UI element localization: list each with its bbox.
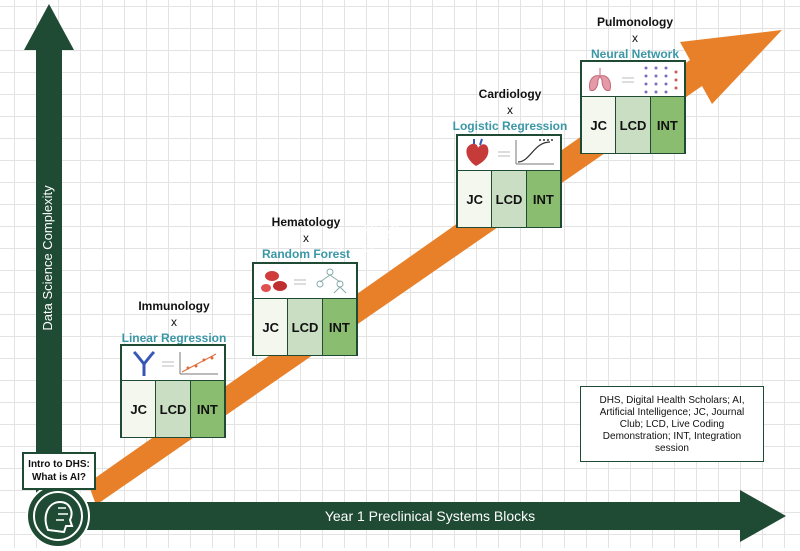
- cell-jc: JC: [582, 97, 617, 153]
- cell-jc: JC: [122, 381, 157, 437]
- blood-cells-tree-icon: [261, 268, 347, 294]
- intro-line-2: What is AI?: [31, 472, 87, 483]
- block-cells: JC LCD INT: [122, 381, 224, 437]
- block-image-row: [458, 136, 560, 171]
- block-cells: JC LCD INT: [254, 299, 356, 355]
- antibody-regression-icon: [132, 350, 218, 376]
- block-image-row: [582, 62, 684, 97]
- block-card-hematology: JC LCD INT: [252, 262, 358, 356]
- block-method: Logistic Regression: [452, 119, 568, 133]
- block-topic: Hematology: [271, 215, 341, 229]
- cell-int: INT: [322, 299, 356, 355]
- block-image-row: [122, 346, 224, 381]
- x-axis-label: Year 1 Preclinical Systems Blocks: [324, 508, 536, 524]
- y-axis-bar: [36, 48, 62, 508]
- y-axis-label: Data Science Complexity: [40, 185, 55, 331]
- block-title-immunology: Immunology x Linear Regression: [104, 298, 244, 346]
- abbreviation-legend: DHS, Digital Health Scholars; AI, Artifi…: [580, 386, 764, 462]
- cell-lcd: LCD: [492, 171, 527, 227]
- block-title-hematology: Hematology x Random Forest: [236, 214, 376, 262]
- cell-int: INT: [526, 171, 560, 227]
- heart-logistic-icon: [466, 138, 554, 166]
- cell-int: INT: [650, 97, 684, 153]
- block-topic: Immunology: [138, 299, 210, 313]
- block-method: Random Forest: [261, 247, 350, 261]
- block-cells: JC LCD INT: [458, 171, 560, 227]
- cell-lcd: LCD: [156, 381, 191, 437]
- block-x: x: [303, 231, 309, 245]
- cell-lcd: LCD: [288, 299, 323, 355]
- cell-int: INT: [190, 381, 224, 437]
- x-axis-bar: [36, 502, 746, 530]
- intro-line-1: Intro to DHS:: [28, 459, 90, 470]
- block-card-cardiology: JC LCD INT: [456, 134, 562, 228]
- cell-lcd: LCD: [616, 97, 651, 153]
- block-method: Neural Network: [590, 47, 680, 61]
- intro-box: Intro to DHS: What is AI?: [22, 452, 96, 490]
- lungs-neural-network-icon: [589, 66, 678, 94]
- block-method: Linear Regression: [121, 331, 227, 345]
- block-topic: Pulmonology: [597, 15, 673, 29]
- dhs-logo-icon: [26, 484, 90, 548]
- block-card-immunology: JC LCD INT: [120, 344, 226, 438]
- y-axis-arrowhead: [24, 4, 74, 50]
- block-title-pulmonology: Pulmonology x Neural Network: [562, 14, 708, 62]
- block-card-pulmonology: JC LCD INT: [580, 60, 686, 154]
- block-x: x: [171, 315, 177, 329]
- cell-jc: JC: [254, 299, 289, 355]
- x-axis-arrowhead: [740, 490, 786, 542]
- block-title-cardiology: Cardiology x Logistic Regression: [440, 86, 580, 134]
- block-cells: JC LCD INT: [582, 97, 684, 153]
- cell-jc: JC: [458, 171, 493, 227]
- block-x: x: [632, 31, 638, 45]
- block-topic: Cardiology: [478, 87, 542, 101]
- block-x: x: [507, 103, 513, 117]
- block-image-row: [254, 264, 356, 299]
